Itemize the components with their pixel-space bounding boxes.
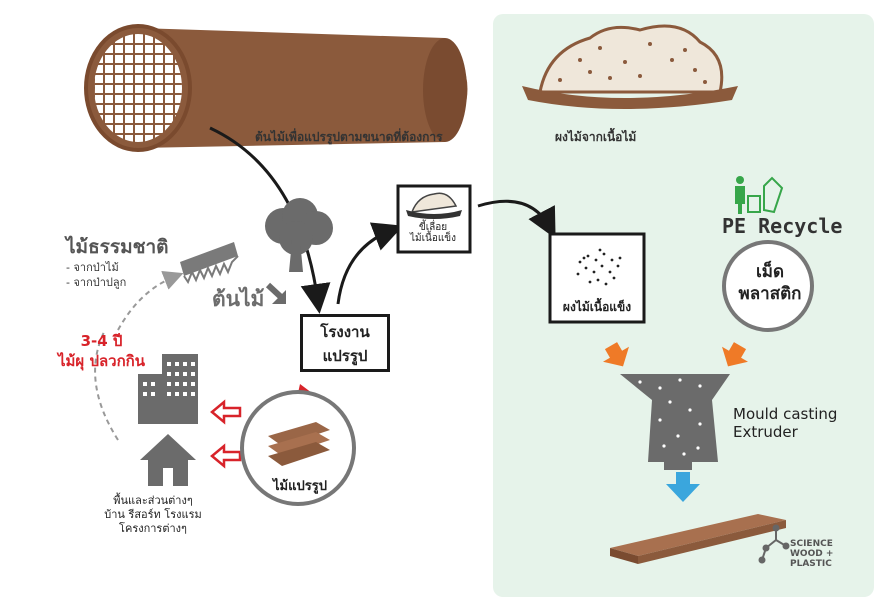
hardwood-sawdust-line: ขี้เลื่อย (418, 222, 448, 233)
extruder-line: Extruder (733, 423, 798, 441)
brand-line: PLASTIC (790, 559, 832, 569)
uses-label: พื้นและส่วนต่างๆ บ้าน รีสอร์ท โรงแรม โคร… (78, 494, 228, 536)
arrow-to-building (210, 399, 242, 425)
arrow-plastic-to-extruder (722, 342, 748, 367)
arrow-to-house (210, 443, 242, 469)
pe-recycle-label: PE Recycle (722, 214, 843, 238)
sawdust-pile-label: ผงไม้จากเนื้อไม้ (555, 130, 637, 144)
extruder-icon (620, 374, 730, 470)
house-icon (140, 434, 196, 486)
plastic-pellets-label: เม็ด พลาสติก (720, 261, 820, 305)
extruder-line: Mould casting (733, 405, 838, 423)
arrow-factory-to-sawdust (336, 222, 404, 305)
rot-years: 3-4 ปี (80, 332, 123, 350)
plastic-line: พลาสติก (738, 284, 802, 304)
rot-note: 3-4 ปี ไม้ผุ ปลวกกิน (58, 331, 145, 371)
arrow-extruder-to-board (666, 472, 700, 502)
small-sawdust-icon (406, 192, 462, 219)
arrow-sawdust-to-powder (477, 199, 556, 239)
natural-wood-item: - จากป่าไม้ (66, 261, 119, 274)
tree-label: ต้นไม้ (212, 287, 265, 311)
rot-text: ไม้ผุ ปลวกกิน (58, 352, 145, 370)
log-illustration (84, 24, 468, 152)
powder-icon (576, 248, 622, 286)
extruder-label: Mould casting Extruder (733, 405, 837, 441)
hardwood-powder-label: ผงไม้เนื้อแข็ง (562, 300, 632, 314)
hardwood-powder-box (548, 232, 646, 324)
hardwood-sawdust-line: ไม้เนื้อแข็ง (409, 233, 457, 244)
factory-line: แปรรูป (322, 347, 368, 365)
natural-wood-title: ไม้ธรรมชาติ (66, 236, 169, 258)
wpc-panel (493, 14, 874, 597)
brand-line: SCIENCE (790, 539, 833, 549)
uses-line: บ้าน รีสอร์ท โรงแรม (104, 508, 202, 521)
brand-logo (758, 524, 790, 564)
natural-wood-item: - จากป่าปลูก (66, 276, 127, 289)
brand-text: SCIENCE WOOD + PLASTIC (790, 539, 833, 569)
building-icon (138, 354, 198, 424)
log-label: ต้นไม้เพื่อแปรรูปตามขนาดที่ต้องการ (255, 130, 443, 144)
saw-icon (180, 242, 239, 285)
recycle-person-icon (735, 176, 784, 214)
arrow-powder-to-extruder (603, 342, 629, 367)
dashed-arc-upper (117, 271, 184, 331)
wpc-board-icon (610, 514, 786, 564)
tree-icon (265, 198, 333, 272)
uses-line: พื้นและส่วนต่างๆ (113, 494, 193, 507)
plastic-line: เม็ด (755, 262, 785, 282)
factory-box: โรงงาน แปรรูป (300, 314, 390, 372)
arrow-tree-label (265, 282, 285, 301)
arrow-log-to-factory (209, 126, 331, 314)
factory-line: โรงงาน (320, 323, 370, 341)
hardwood-sawdust-label: ขี้เลื่อย ไม้เนื้อแข็ง (398, 222, 468, 244)
uses-line: โครงการต่างๆ (119, 522, 187, 535)
sawdust-pile-illustration (522, 24, 738, 109)
product-label: ไม้แปรรูป (273, 479, 327, 494)
brand-line: WOOD + (790, 549, 834, 559)
planks-icon (268, 422, 330, 466)
plastic-pellets-circle (722, 240, 814, 332)
